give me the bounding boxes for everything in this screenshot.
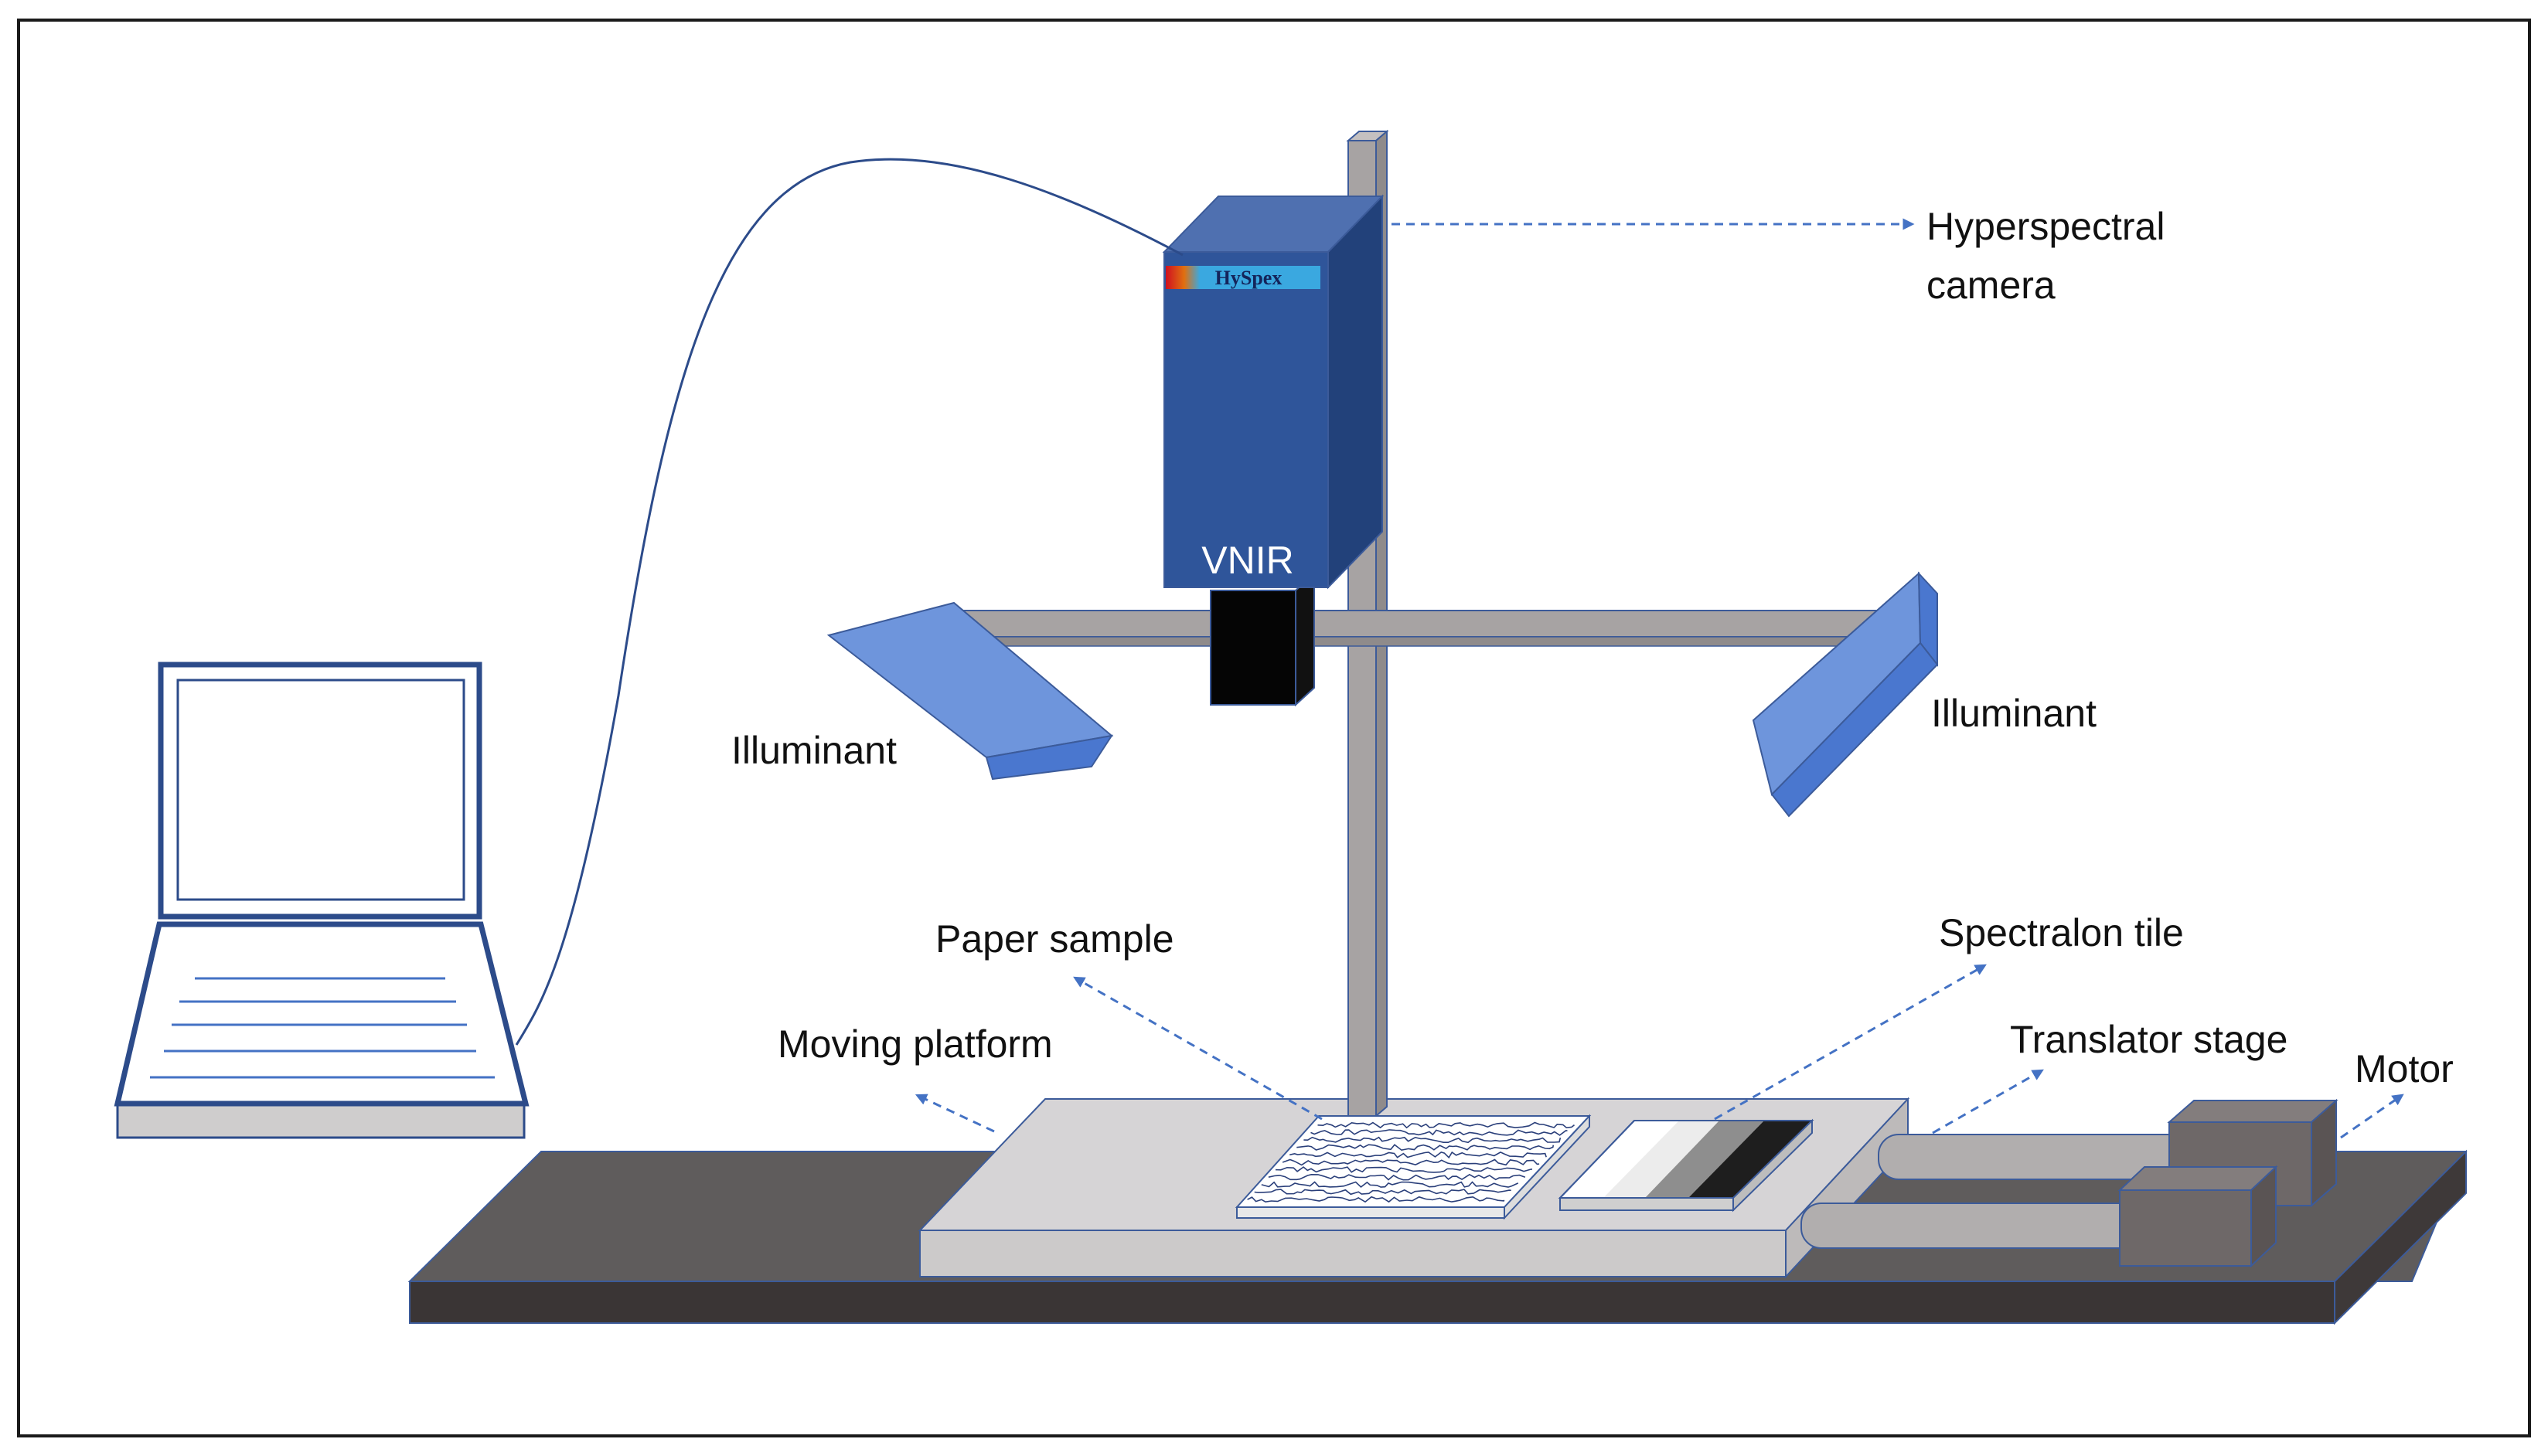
illuminant-left-lamp [826, 601, 1114, 781]
handwriting-line [1282, 1158, 1540, 1166]
label-motor: Motor [2355, 1047, 2454, 1090]
laptop [114, 662, 530, 1139]
illuminant-right-lamp [1752, 571, 1939, 818]
camera-brand-badge [1166, 266, 1320, 289]
paper-sample [1235, 1114, 1592, 1220]
spectralon-tile [1558, 1118, 1814, 1213]
label-moving-platform: Moving platform [778, 1022, 1053, 1066]
camera-brand-text: HySpex [1215, 267, 1283, 289]
handwriting-line [1296, 1144, 1555, 1152]
label-spectralon-tile: Spectralon tile [1939, 911, 2184, 954]
pointer-paper-sample [1073, 976, 1323, 1121]
data-cable [515, 158, 1184, 1046]
label-illuminant-right: Illuminant [1931, 692, 2097, 735]
translator-stage [1800, 1134, 2219, 1249]
illuminant-arm [958, 610, 1902, 647]
label-translator-stage: Translator stage [2010, 1018, 2287, 1061]
label-hyperspectral-camera-1: Hyperspectral [1926, 205, 2165, 248]
motor-front [2117, 1165, 2278, 1268]
handwriting-line [1275, 1166, 1533, 1173]
label-illuminant-left: Illuminant [731, 729, 897, 772]
handwriting-line [1268, 1173, 1526, 1181]
handwriting-line [1317, 1121, 1575, 1129]
pointer-spectralon [1714, 964, 1987, 1121]
handwriting-line [1247, 1196, 1505, 1203]
pointer-translator [1932, 1069, 2044, 1135]
hyperspectral-camera: HySpex VNIR [1162, 194, 1385, 590]
camera-model-text: VNIR [1201, 539, 1293, 582]
camera-lens [1210, 571, 1315, 707]
laptop-base [116, 1104, 526, 1139]
pointer-motor [2340, 1094, 2404, 1139]
label-hyperspectral-camera-2: camera [1926, 264, 2056, 307]
handwriting-line [1254, 1189, 1511, 1196]
label-paper-sample: Paper sample [935, 917, 1174, 961]
handwriting-line [1310, 1129, 1568, 1136]
laptop-keyboard [114, 921, 530, 1107]
laptop-screen [176, 679, 465, 901]
handwriting-line [1261, 1181, 1519, 1188]
handwriting-marks [1247, 1121, 1575, 1203]
handwriting-line [1303, 1136, 1562, 1144]
handwriting-line [1289, 1151, 1547, 1159]
